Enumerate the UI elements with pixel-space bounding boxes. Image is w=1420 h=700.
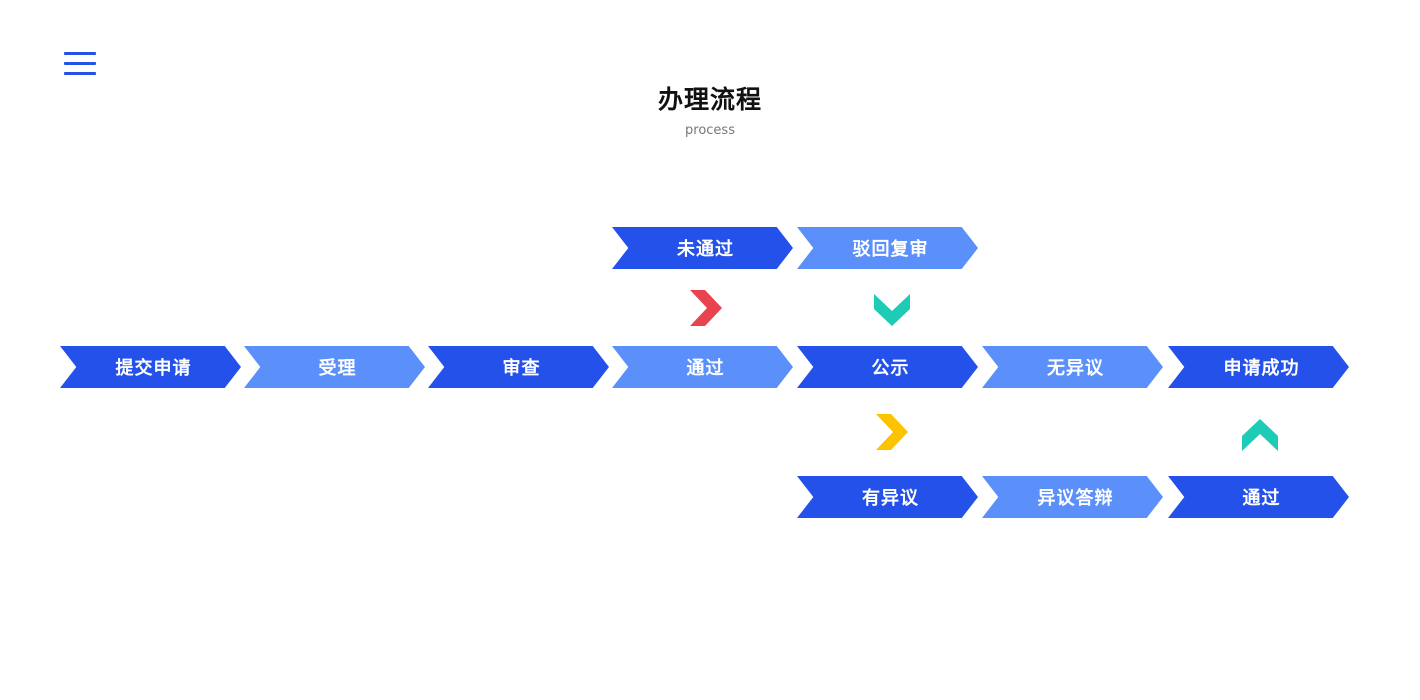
step-label: 通过 [1242, 488, 1281, 509]
step-objection-defense: 异议答辩 [982, 476, 1163, 518]
step-label: 异议答辩 [1037, 488, 1114, 509]
chevron-down-icon [874, 294, 910, 326]
step-publicity: 公示 [797, 346, 978, 388]
step-rejected: 未通过 [612, 227, 793, 269]
step-review-again: 驳回复审 [797, 227, 978, 269]
step-label: 驳回复审 [852, 239, 929, 260]
chevron-right-icon [690, 290, 722, 326]
step-label: 提交申请 [115, 358, 192, 379]
step-application-success: 申请成功 [1168, 346, 1349, 388]
step-bottom-pass: 通过 [1168, 476, 1349, 518]
step-label: 申请成功 [1223, 358, 1300, 379]
menu-bar [64, 62, 96, 65]
hamburger-menu-icon[interactable] [64, 52, 96, 78]
step-no-objection: 无异议 [982, 346, 1163, 388]
step-label: 有异议 [862, 488, 919, 509]
step-label: 无异议 [1047, 358, 1104, 379]
step-objection: 有异议 [797, 476, 978, 518]
step-label: 通过 [686, 358, 725, 379]
step-label: 受理 [318, 358, 357, 379]
chevron-up-icon [1242, 419, 1278, 451]
step-pass: 通过 [612, 346, 793, 388]
menu-bar [64, 52, 96, 55]
step-accept: 受理 [244, 346, 425, 388]
menu-bar [64, 72, 96, 75]
step-submit-application: 提交申请 [60, 346, 241, 388]
step-label: 未通过 [677, 239, 734, 260]
step-label: 审查 [502, 358, 541, 379]
step-label: 公示 [871, 358, 910, 379]
step-examine: 审查 [428, 346, 609, 388]
chevron-right-icon [876, 414, 908, 450]
page-title: 办理流程 [657, 85, 762, 114]
page-subtitle: process [685, 123, 735, 138]
